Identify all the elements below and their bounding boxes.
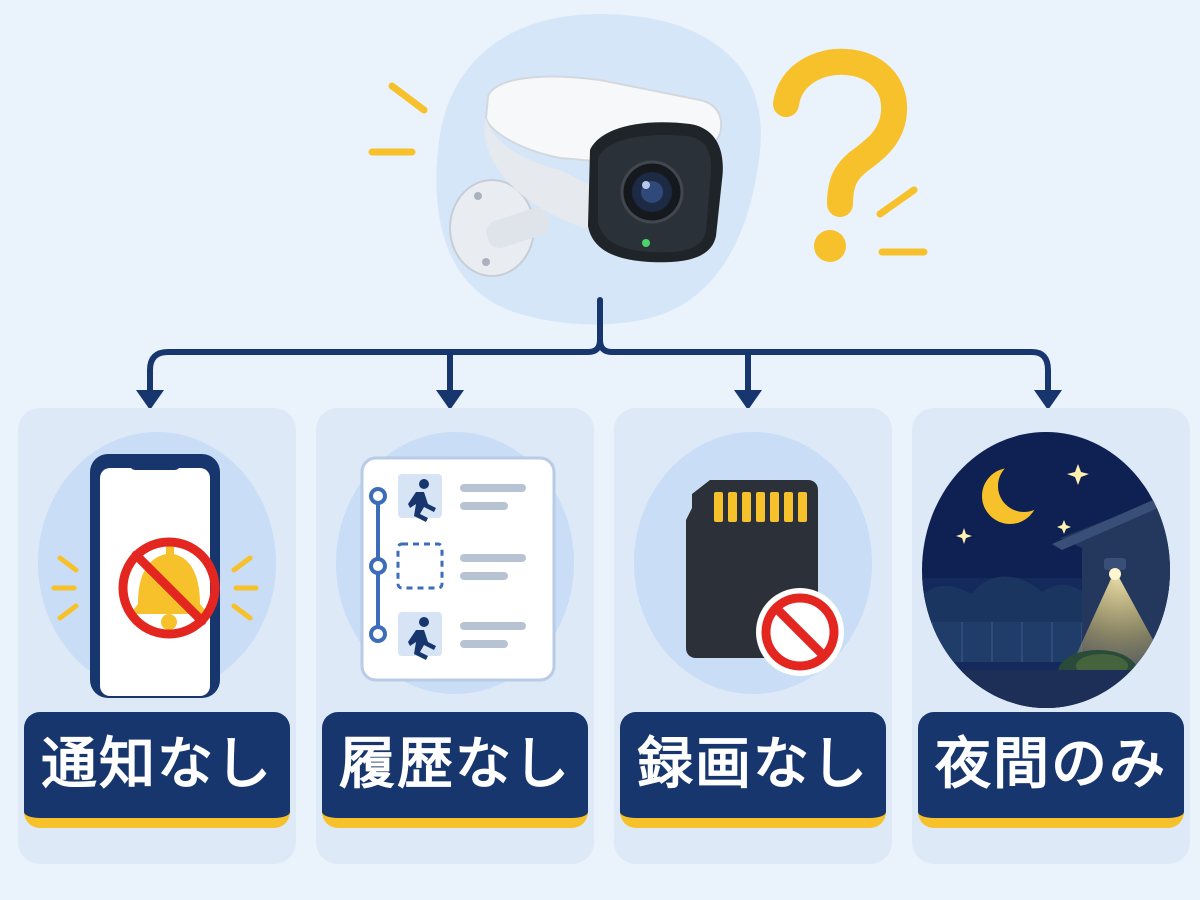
connector-tree [147, 297, 1051, 395]
branch-label-notification: 通知なし [24, 712, 290, 828]
arrowheads [136, 390, 1062, 410]
branch-label-history: 履歴なし [322, 712, 588, 828]
arrowhead-notification [136, 390, 164, 410]
moon-icon [982, 460, 1050, 524]
muted-bell-phone-icon [51, 454, 259, 698]
arrowhead-history [436, 390, 464, 410]
star-icons [956, 464, 1089, 544]
arrowhead-night [1034, 390, 1062, 410]
night-scene-icon [922, 432, 1170, 708]
branch-label-text: 履歴なし [339, 732, 571, 797]
branch-label-text: 録画なし [637, 732, 869, 797]
security-camera-icon [449, 75, 723, 277]
empty-history-list-icon [360, 456, 556, 682]
branch-label-text: 夜間のみ [935, 732, 1167, 797]
connector-to-night [609, 349, 1051, 395]
question-mark-icon [773, 48, 908, 262]
alert-lines-left [368, 82, 428, 156]
branch-label-text: 通知なし [41, 732, 273, 797]
no-sd-card-icon [686, 480, 844, 676]
arrowhead-recording [734, 390, 762, 410]
alert-lines-right [876, 186, 928, 256]
connector-junction [597, 337, 615, 355]
branch-label-recording: 録画なし [620, 712, 886, 828]
branch-label-night: 夜間のみ [918, 712, 1184, 828]
branch-card-night [912, 408, 1190, 864]
